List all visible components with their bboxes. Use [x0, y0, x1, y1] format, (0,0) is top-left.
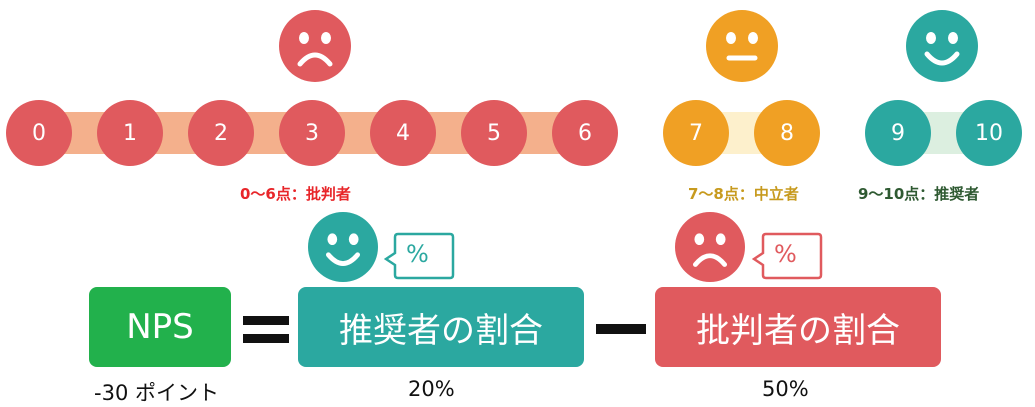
score-circle: 8 — [754, 100, 820, 166]
score-circle: 1 — [97, 100, 163, 166]
happy-face-icon — [906, 10, 978, 82]
score-circle: 0 — [6, 100, 72, 166]
detractor-ratio-box: 批判者の割合 — [655, 287, 941, 367]
passive-category-label: 7〜8点：中立者 — [688, 185, 799, 203]
score-circle: 10 — [956, 100, 1022, 166]
promoter-category-label: 9〜10点：推奨者 — [858, 185, 980, 203]
detractor-value: 50% — [762, 377, 809, 401]
score-circle: 2 — [188, 100, 254, 166]
score-circle: 5 — [461, 100, 527, 166]
score-circle: 9 — [865, 100, 931, 166]
percent-speech-bubble-icon — [752, 232, 823, 280]
score-circle: 7 — [663, 100, 729, 166]
nps-box: NPS — [89, 287, 231, 367]
score-circle: 4 — [370, 100, 436, 166]
nps-value: -30 ポイント — [94, 381, 219, 405]
happy-face-icon — [308, 212, 378, 282]
detractor-category-label: 0〜6点：批判者 — [240, 185, 351, 203]
percent-symbol: % — [406, 240, 429, 268]
promoter-value: 20% — [408, 377, 455, 401]
score-circle: 3 — [279, 100, 345, 166]
score-circle: 6 — [552, 100, 618, 166]
sad-face-icon — [675, 212, 745, 282]
neutral-face-icon — [706, 10, 778, 82]
promoter-ratio-box: 推奨者の割合 — [298, 287, 584, 367]
equals-sign-top — [243, 316, 289, 325]
sad-face-icon — [279, 10, 351, 82]
percent-speech-bubble-icon — [384, 232, 455, 280]
equals-sign-bottom — [243, 334, 289, 343]
minus-sign — [596, 324, 646, 334]
percent-symbol: % — [774, 240, 797, 268]
